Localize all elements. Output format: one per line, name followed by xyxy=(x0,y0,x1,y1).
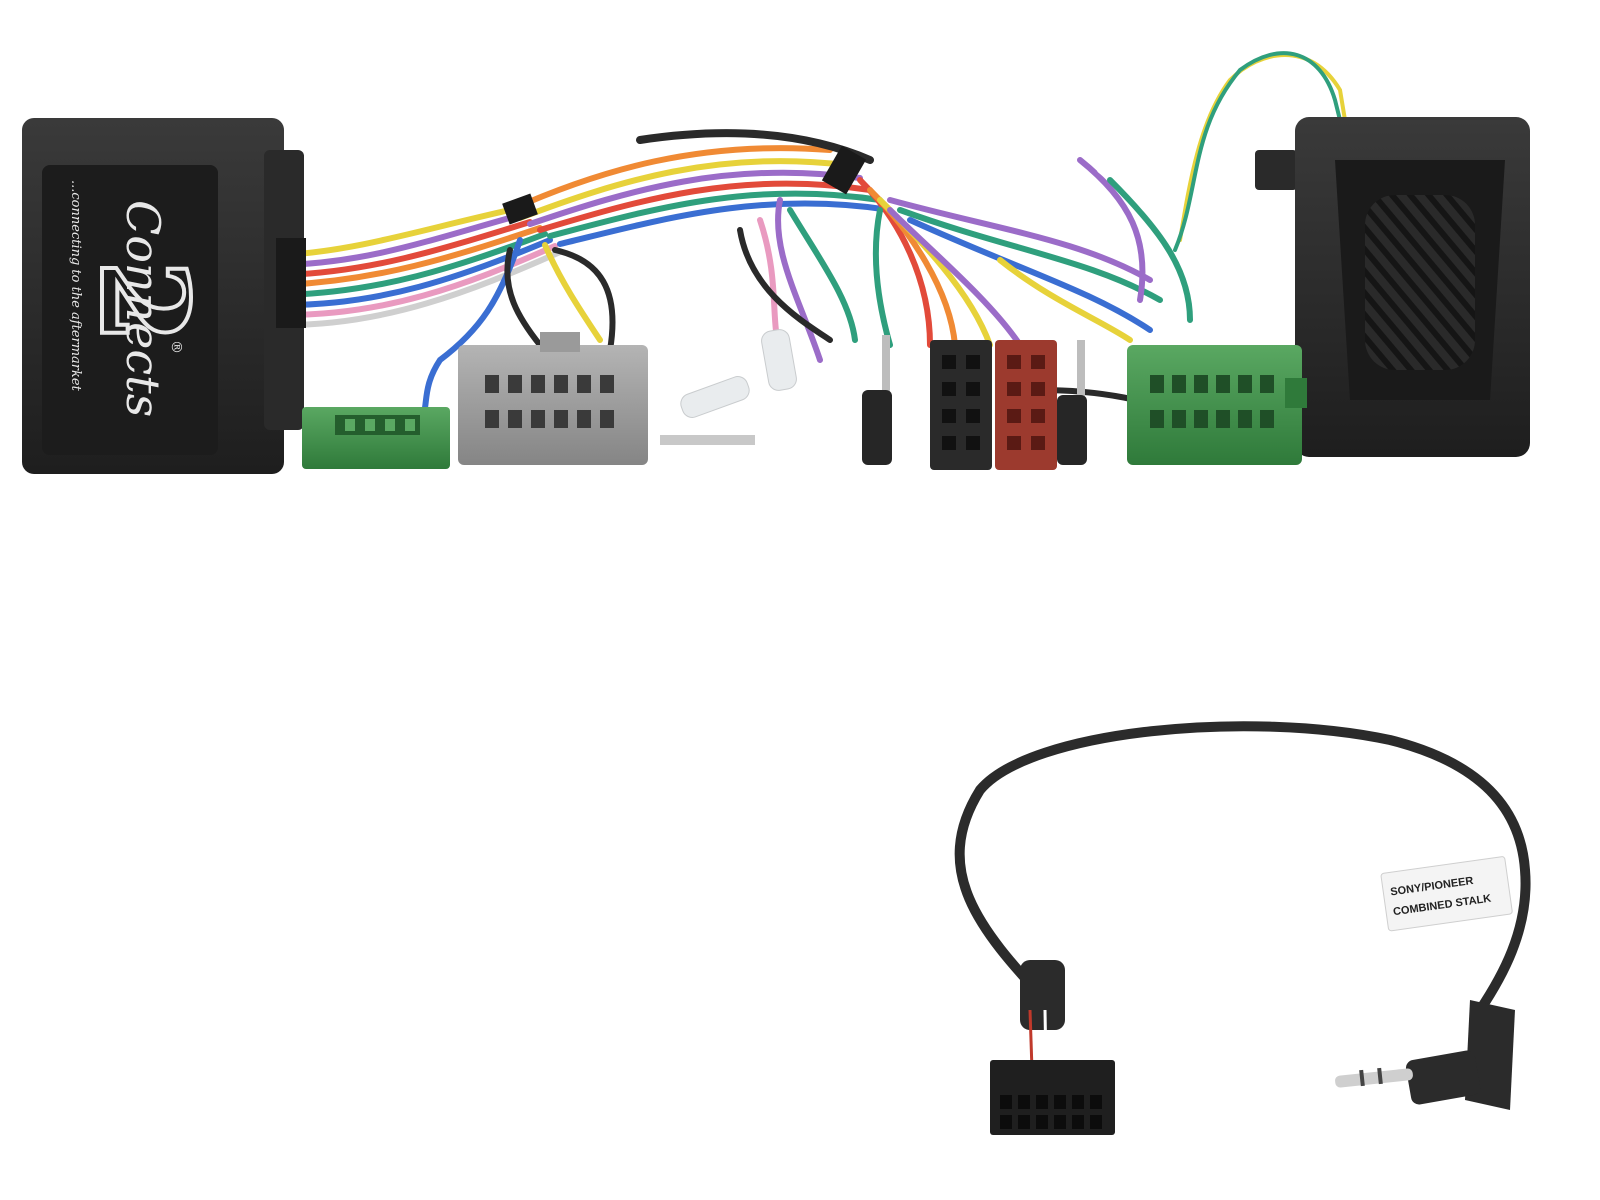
speaker-grille xyxy=(1365,195,1475,370)
jack-plug-left xyxy=(862,335,892,465)
brand-logo-numeral: 2 xyxy=(73,260,214,344)
right-angle-jack xyxy=(1335,1000,1515,1110)
brand-tagline: ...connecting to the aftermarket xyxy=(68,180,83,392)
jack-plug-right xyxy=(1057,340,1087,465)
multi-pin-connector xyxy=(990,960,1115,1135)
brand-logo: Connects 2 ...connecting to the aftermar… xyxy=(68,180,216,417)
patch-lead-label: SONY/PIONEER COMBINED STALK xyxy=(1380,856,1513,932)
iso-connector-black xyxy=(930,340,992,470)
iso-connector-red xyxy=(995,340,1057,470)
green-connector-small xyxy=(302,407,450,469)
registered-mark: ® xyxy=(168,340,184,354)
grey-connector xyxy=(458,332,648,465)
brand-logo-text: Connects xyxy=(116,200,170,417)
interface-box: Connects 2 ...connecting to the aftermar… xyxy=(22,118,306,474)
spade-terminals xyxy=(660,329,797,445)
patch-lead: SONY/PIONEER COMBINED STALK xyxy=(954,721,1531,1135)
green-connector-large xyxy=(1127,345,1307,465)
module-box xyxy=(1255,117,1530,457)
